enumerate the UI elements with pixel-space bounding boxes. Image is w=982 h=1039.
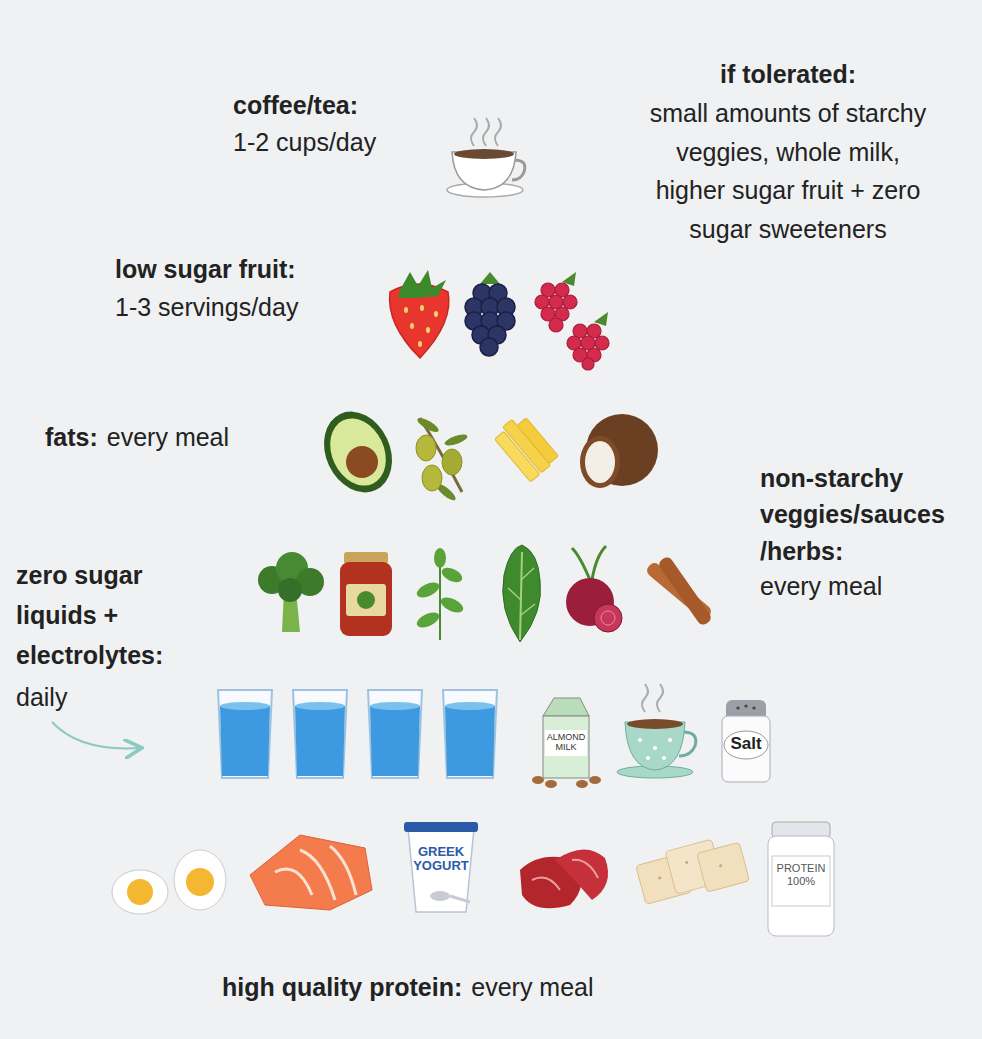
water-glass [368, 690, 422, 778]
band-shape [409, 48, 580, 228]
salmon-fillet [250, 835, 372, 910]
band-note: every meal [760, 569, 882, 604]
band-heading: zero sugar liquids + electrolytes: [16, 555, 196, 675]
band-outline [343, 252, 647, 368]
band-note: daily [16, 680, 67, 715]
water-glass [443, 690, 497, 778]
pyramid-band: zero sugar liquids + electrolytes:daily [142, 673, 848, 790]
band-outline [409, 48, 580, 228]
band-outline [276, 392, 714, 508]
band-shape [276, 392, 714, 508]
band-heading: high quality protein: [222, 970, 462, 1005]
butter [492, 412, 560, 482]
band-note: 1-3 servings/day [115, 290, 298, 325]
pyramid-band: low sugar fruit:1-3 servings/day [343, 252, 647, 368]
band-note: every meal [471, 970, 593, 1005]
pyramid-band: non-starchy veggies/sauces /herbs:every … [209, 533, 782, 650]
almond-milk-carton [532, 698, 601, 788]
protein-jar [768, 822, 834, 936]
water-glass [218, 690, 272, 778]
icon-label: Salt [724, 734, 768, 754]
band-outline [142, 673, 848, 790]
beet [566, 546, 622, 632]
strawberry [390, 270, 449, 358]
cinnamon-sticks [645, 555, 714, 627]
coffee-cup [447, 118, 525, 197]
boiled-eggs [112, 850, 226, 914]
icon-label: GREEK YOGURT [409, 845, 473, 872]
note-circle: if tolerated:small amounts of starchy ve… [632, 14, 944, 326]
pyramid-band: fats:every meal [276, 392, 714, 508]
icon-label: PROTEIN 100% [773, 862, 829, 887]
note-body: small amounts of starchy veggies, whole … [638, 94, 938, 248]
olives [416, 416, 469, 503]
band-heading: low sugar fruit: [115, 252, 296, 287]
broccoli [258, 552, 324, 632]
band-shape [209, 533, 782, 650]
note-heading: if tolerated: [658, 57, 918, 92]
band-heading: non-starchy veggies/sauces /herbs: [760, 460, 978, 569]
pyramid-band: coffee/tea:1-2 cups/day [409, 48, 580, 228]
circle-outline [632, 14, 944, 326]
blackberry [465, 272, 515, 356]
coconut [580, 414, 658, 488]
band-outline [209, 533, 782, 650]
band-shape [142, 673, 848, 790]
tofu-slices [634, 832, 749, 908]
sauce-jar [340, 552, 392, 636]
band-heading: coffee/tea: [233, 88, 358, 123]
band-note: 1-2 cups/day [233, 125, 376, 160]
herb-sprig [415, 548, 466, 640]
yogurt-cup [404, 822, 478, 912]
band-shape [343, 252, 647, 368]
salt-shaker [722, 700, 770, 782]
band-heading: fats: [45, 420, 98, 455]
band-note: every meal [107, 420, 229, 455]
icon-label: ALMOND MILK [545, 733, 587, 753]
tea-cup [617, 684, 696, 778]
raspberries [535, 272, 609, 370]
water-glass [293, 690, 347, 778]
kale-leaf [503, 545, 541, 642]
avocado [311, 400, 405, 503]
band-outline [65, 815, 925, 952]
steak [520, 849, 608, 908]
leader-arrow [52, 722, 140, 748]
